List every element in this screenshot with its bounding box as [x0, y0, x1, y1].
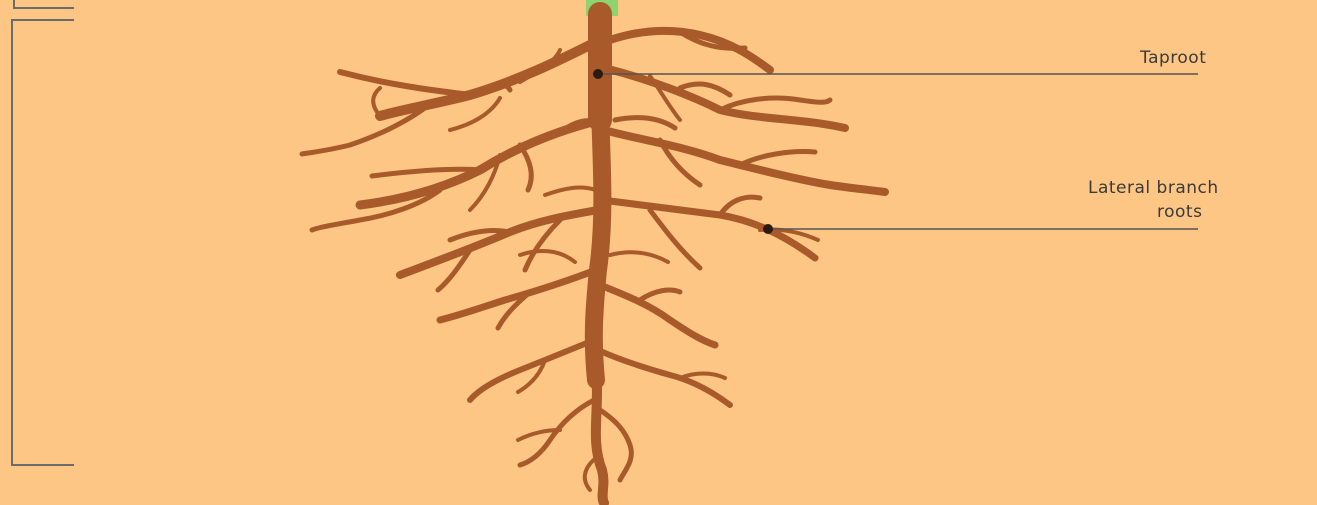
root-system: [302, 14, 885, 503]
taproot-tip: [596, 370, 604, 503]
taproot-pointer-dot: [593, 69, 603, 79]
lower-bracket: [12, 20, 74, 465]
lateral-branch-roots-label-line1: Lateral branch: [1088, 176, 1219, 200]
upper-bracket: [14, 0, 74, 8]
lateral-pointer-dot: [763, 224, 773, 234]
depth-bracket: [12, 0, 74, 465]
lateral-branch-roots-label-line2: roots: [1157, 200, 1202, 224]
taproot-label: Taproot: [1140, 46, 1206, 70]
